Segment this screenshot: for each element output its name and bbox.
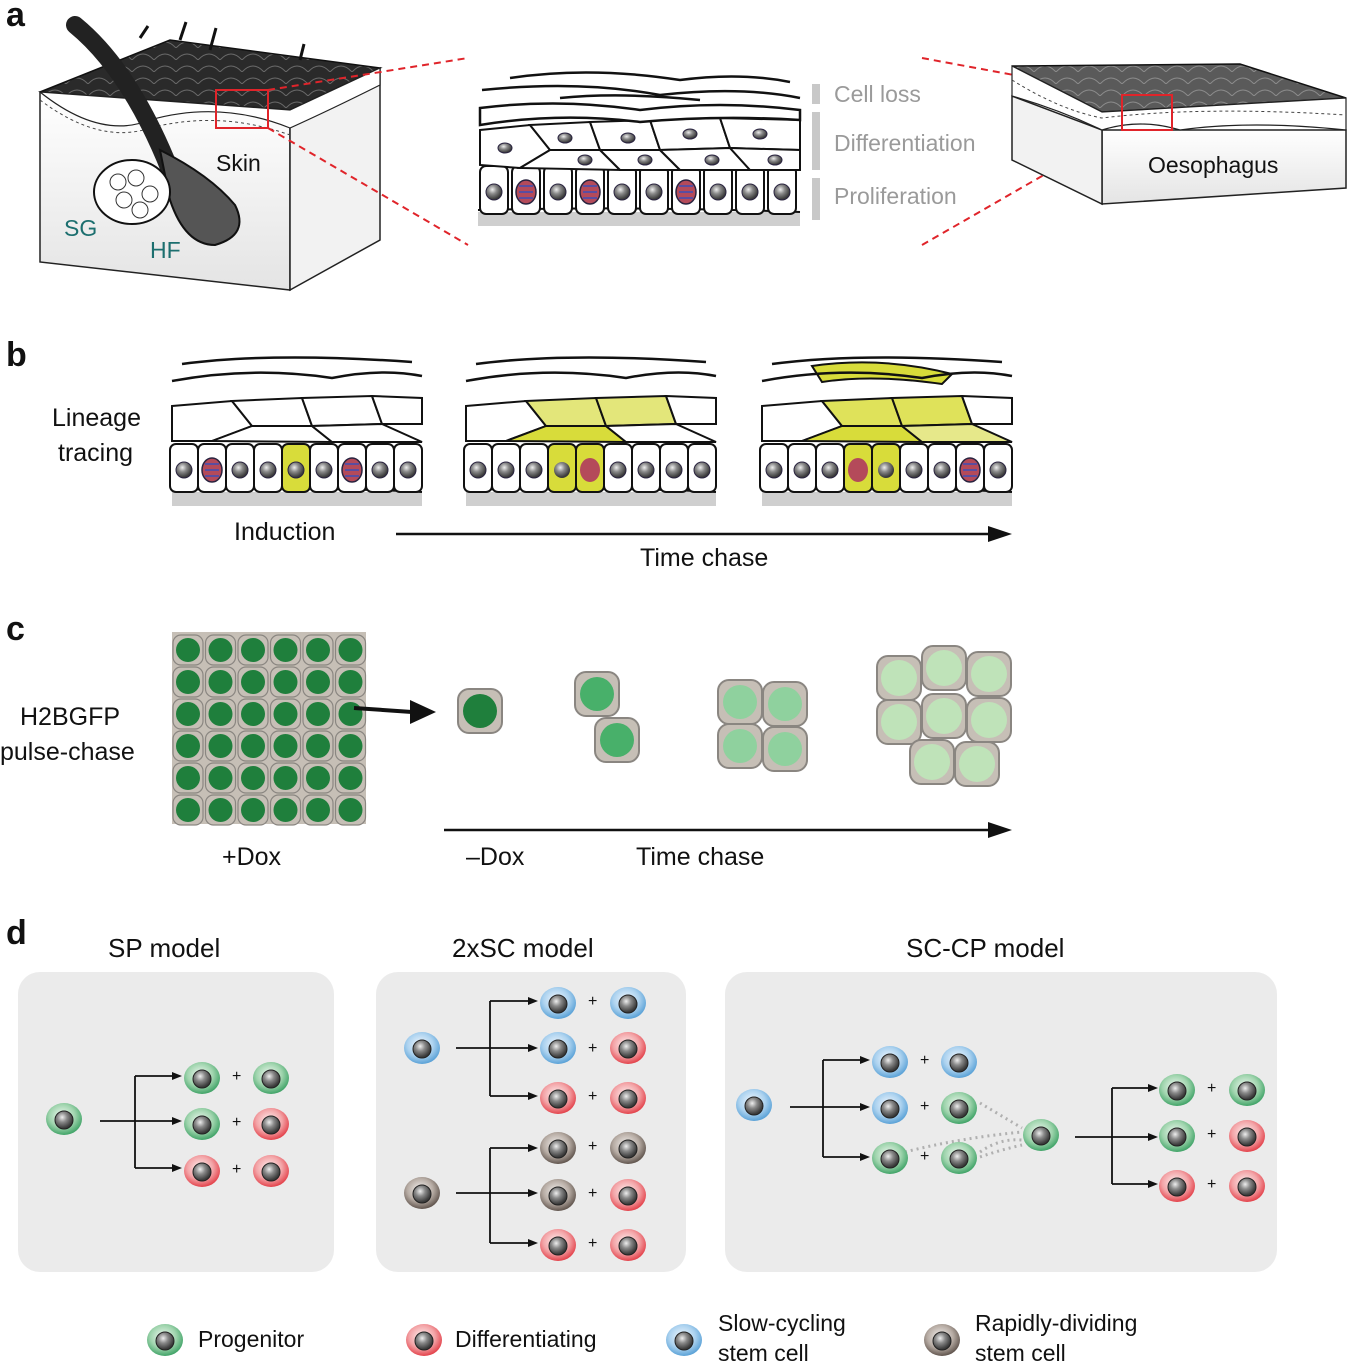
tracing-epithelium-3 (759, 356, 1013, 506)
oesophagus-label: Oesophagus (1148, 152, 1279, 178)
zoom-lines-left (267, 57, 469, 246)
plus-sign: + (920, 1148, 930, 1165)
skin-block (38, 16, 383, 292)
2xsc-model-title: 2xSC model (452, 933, 594, 963)
time-arrow-b (396, 526, 1012, 542)
model-cell-icon (736, 1089, 772, 1121)
model-cell-icon (540, 987, 576, 1019)
minus-dox-label: –Dox (466, 843, 525, 871)
sg-label: SG (64, 215, 98, 241)
layer-label-proliferation: Proliferation (834, 183, 957, 209)
legend-differentiating-label: Differentiating (455, 1326, 597, 1352)
model-cell-icon (253, 1155, 289, 1187)
time-chase-label-b: Time chase (640, 544, 769, 572)
layer-label-cell-loss: Cell loss (834, 81, 921, 107)
model-cells (46, 987, 1265, 1261)
model-cell-icon (610, 987, 646, 1019)
model-cell-icon (404, 1032, 440, 1064)
layer-label-differentiation: Differentiation (834, 130, 976, 156)
model-cell-icon (610, 1082, 646, 1114)
plus-sign: + (588, 1138, 598, 1155)
tracing-epithelium-2 (463, 356, 717, 506)
model-cell-icon (1023, 1119, 1059, 1151)
2xsc-model-box (376, 972, 686, 1272)
plus-sign: + (232, 1114, 242, 1131)
plus-sign: + (1207, 1080, 1217, 1097)
panel-letter-d: d (6, 914, 27, 952)
model-cell-icon (872, 1046, 908, 1078)
plus-sign: + (232, 1068, 242, 1085)
panel-letter-a: a (6, 0, 25, 34)
model-cell-icon (1229, 1074, 1265, 1106)
model-cell-icon (404, 1177, 440, 1209)
plus-sign: + (588, 1088, 598, 1105)
h2bgfp-label-2: pulse-chase (0, 738, 135, 766)
model-cell-icon (610, 1229, 646, 1261)
plus-sign: + (1207, 1176, 1217, 1193)
model-cell-icon (941, 1142, 977, 1174)
plus-sign: + (588, 1040, 598, 1057)
model-cell-icon (610, 1179, 646, 1211)
model-cell-icon (540, 1132, 576, 1164)
model-cell-icon (872, 1092, 908, 1124)
model-cell-icon (46, 1103, 82, 1135)
chase-clones (457, 645, 1012, 787)
legend-slow-cycling-label-2: stem cell (718, 1340, 809, 1366)
epithelium-zoom (477, 71, 802, 226)
plus-sign: + (920, 1052, 930, 1069)
lineage-tracing-label-1: Lineage (52, 404, 141, 432)
tracing-epithelium-1 (169, 356, 423, 506)
dotted-links (904, 1101, 1023, 1159)
legend-progenitor-label: Progenitor (198, 1326, 305, 1352)
model-cell-icon (184, 1062, 220, 1094)
gfp-pulse-grid (172, 632, 367, 826)
sp-model-title: SP model (108, 933, 221, 963)
panel-letter-c: c (6, 610, 25, 648)
hf-label: HF (150, 237, 181, 263)
time-chase-label-c: Time chase (636, 843, 765, 871)
plus-dox-label: +Dox (222, 843, 282, 871)
model-cell-icon (184, 1108, 220, 1140)
legend-rapid-dividing-label-2: stem cell (975, 1340, 1066, 1366)
model-cell-icon (1159, 1074, 1195, 1106)
model-cell-icon (1159, 1120, 1195, 1152)
legend-rapid-dividing-label-1: Rapidly-dividing (975, 1310, 1138, 1336)
model-cell-icon (184, 1155, 220, 1187)
model-cell-icon (610, 1132, 646, 1164)
model-cell-icon (253, 1062, 289, 1094)
model-cell-icon (540, 1082, 576, 1114)
plus-sign: + (588, 1235, 598, 1252)
legend-slow-cycling-label-1: Slow-cycling (718, 1310, 846, 1336)
model-cell-icon (941, 1046, 977, 1078)
plus-sign: + (920, 1098, 930, 1115)
plus-sign: + (588, 993, 598, 1010)
time-arrow-c (444, 822, 1012, 838)
plus-sign: + (1207, 1126, 1217, 1143)
model-cell-icon (540, 1032, 576, 1064)
model-cell-icon (1159, 1170, 1195, 1202)
sccp-model-box (725, 972, 1277, 1272)
model-cell-icon (1229, 1120, 1265, 1152)
plus-sign: + (588, 1185, 598, 1202)
model-cell-icon (253, 1108, 289, 1140)
model-cell-icon (540, 1229, 576, 1261)
layer-brackets (812, 84, 820, 220)
skin-label: Skin (216, 150, 261, 176)
oesophagus-block (1011, 63, 1347, 206)
division-arrows (100, 997, 1158, 1247)
plus-sign: + (232, 1161, 242, 1178)
model-cell-icon (540, 1179, 576, 1211)
sccp-model-title: SC-CP model (906, 933, 1065, 963)
h2bgfp-label-1: H2BGFP (20, 703, 121, 731)
model-cell-icon (1229, 1170, 1265, 1202)
pulse-arrow (353, 700, 436, 724)
model-cell-icon (941, 1092, 977, 1124)
lineage-tracing-label-2: tracing (58, 439, 134, 467)
model-cell-icon (872, 1142, 908, 1174)
panel-letter-b: b (6, 336, 27, 374)
model-cell-icon (610, 1032, 646, 1064)
induction-label: Induction (234, 518, 336, 546)
